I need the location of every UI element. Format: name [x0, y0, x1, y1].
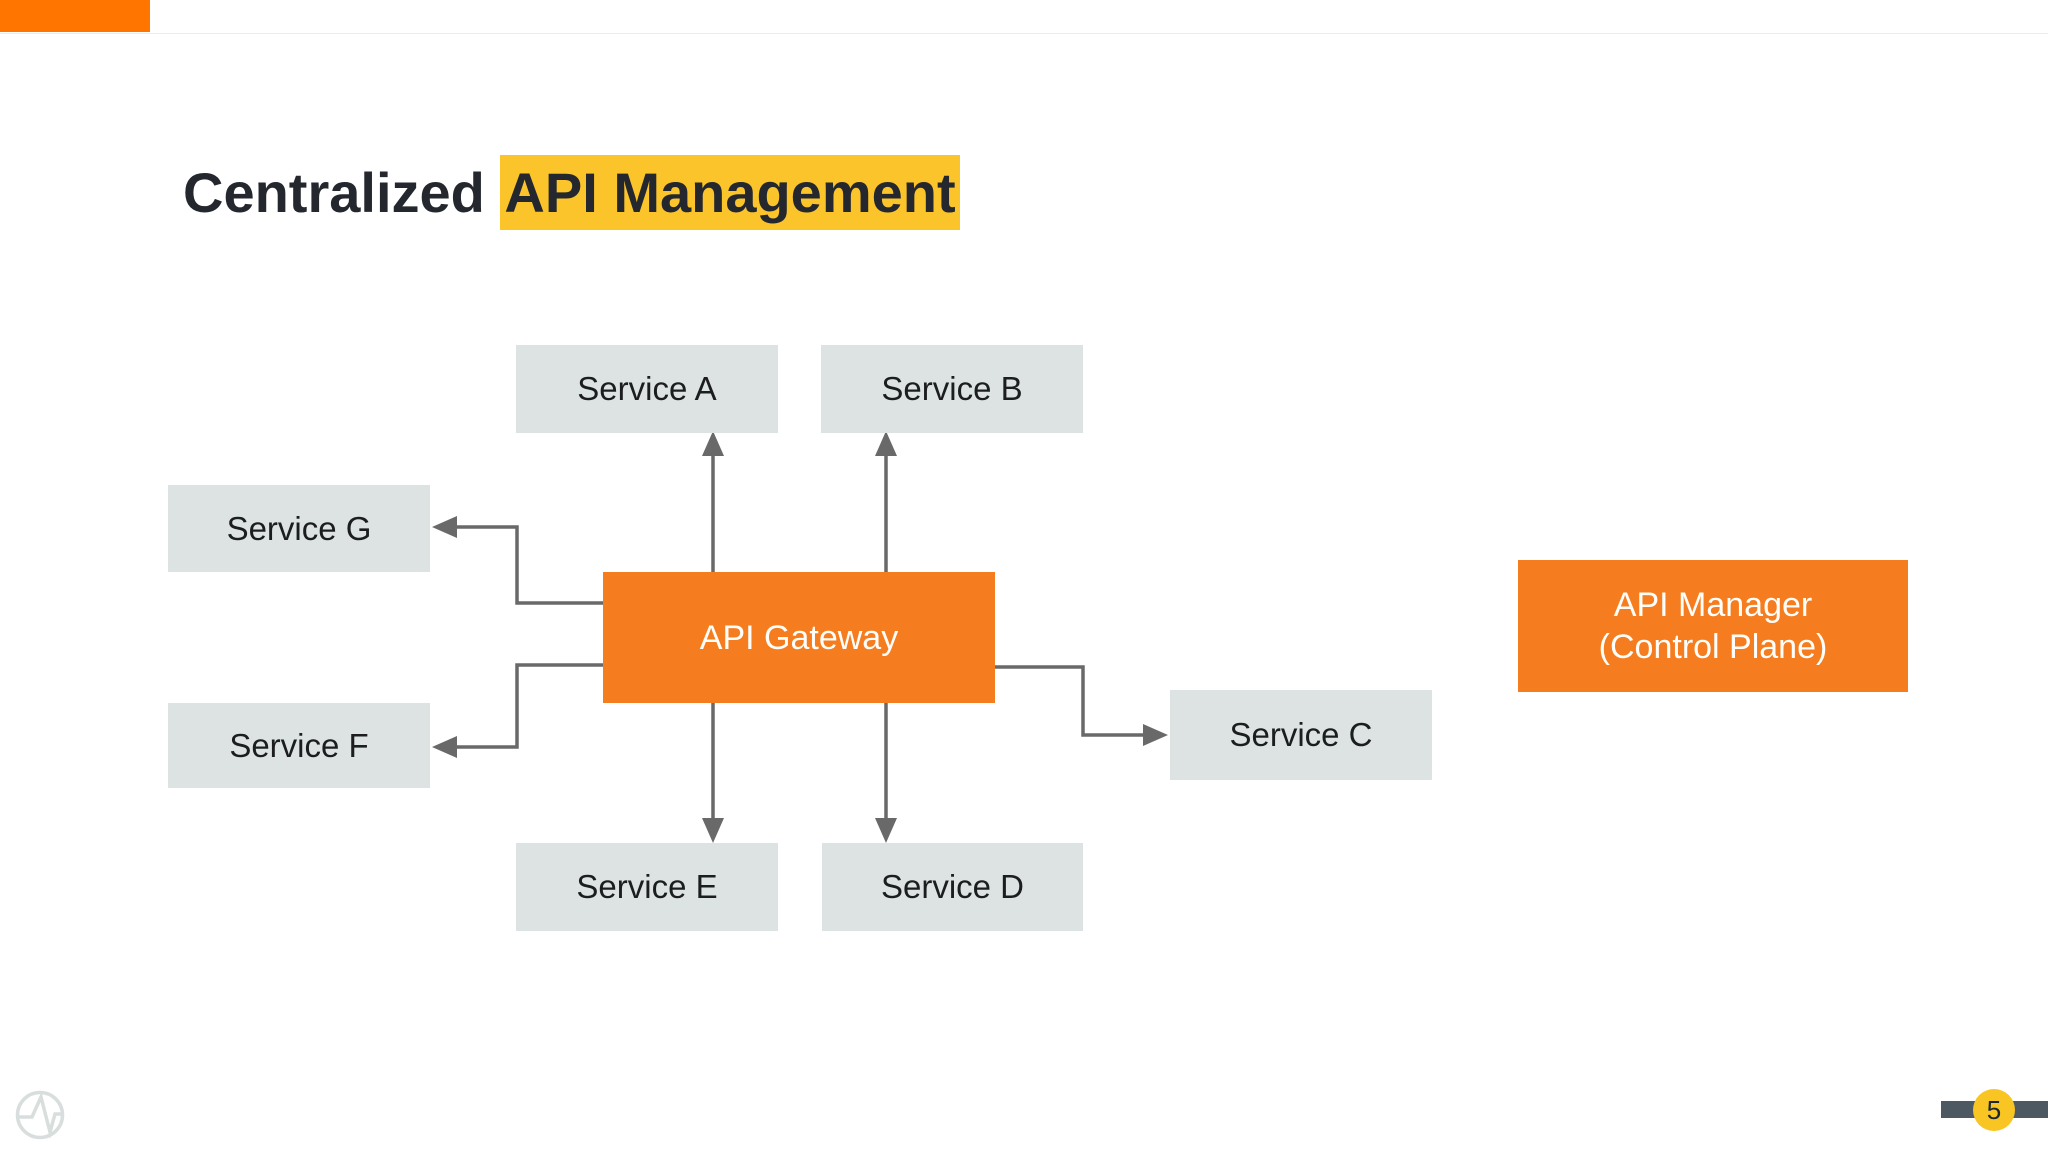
node-service-d: Service D: [822, 843, 1083, 931]
connector-gateway-to-service-f: [432, 663, 603, 758]
node-label: Service F: [229, 726, 369, 764]
node-label: API Manager (Control Plane): [1599, 584, 1828, 668]
page-number-badge: 5: [1973, 1089, 2015, 1131]
node-label-line2: (Control Plane): [1598, 628, 1828, 666]
node-service-g: Service G: [168, 485, 430, 572]
node-service-c: Service C: [1170, 690, 1432, 780]
header-strip: [0, 0, 2048, 34]
node-label: Service B: [881, 370, 1023, 407]
node-label: Service D: [880, 868, 1025, 905]
connector-gateway-to-service-e: [702, 701, 724, 843]
node-service-b: Service B: [821, 345, 1083, 433]
node-label: Service A: [577, 370, 717, 407]
node-label: API Gateway: [699, 618, 899, 657]
brand-corner-block: [0, 0, 150, 32]
node-label-line1: API Manager: [1613, 586, 1813, 624]
node-api-gateway: API Gateway: [603, 572, 995, 703]
node-label: Service E: [576, 868, 718, 905]
node-service-f: Service F: [168, 703, 430, 788]
connector-gateway-to-service-a: [702, 431, 724, 574]
connector-gateway-to-service-c: [995, 665, 1168, 746]
connector-gateway-to-service-g: [432, 516, 603, 605]
page-title: Centralized API Management: [183, 154, 960, 230]
page-title-text: Centralized: [183, 160, 501, 224]
connector-gateway-to-service-d: [875, 701, 897, 843]
node-api-manager: API Manager (Control Plane): [1518, 560, 1908, 692]
page-number: 5: [1986, 1094, 2002, 1125]
node-label: Service G: [226, 509, 372, 547]
page-title-highlight: API Management: [500, 154, 960, 230]
node-service-a: Service A: [516, 345, 778, 433]
node-label: Service C: [1229, 716, 1373, 753]
pulse-logo-icon: [15, 1090, 65, 1140]
node-service-e: Service E: [516, 843, 778, 931]
connector-gateway-to-service-b: [875, 431, 897, 574]
